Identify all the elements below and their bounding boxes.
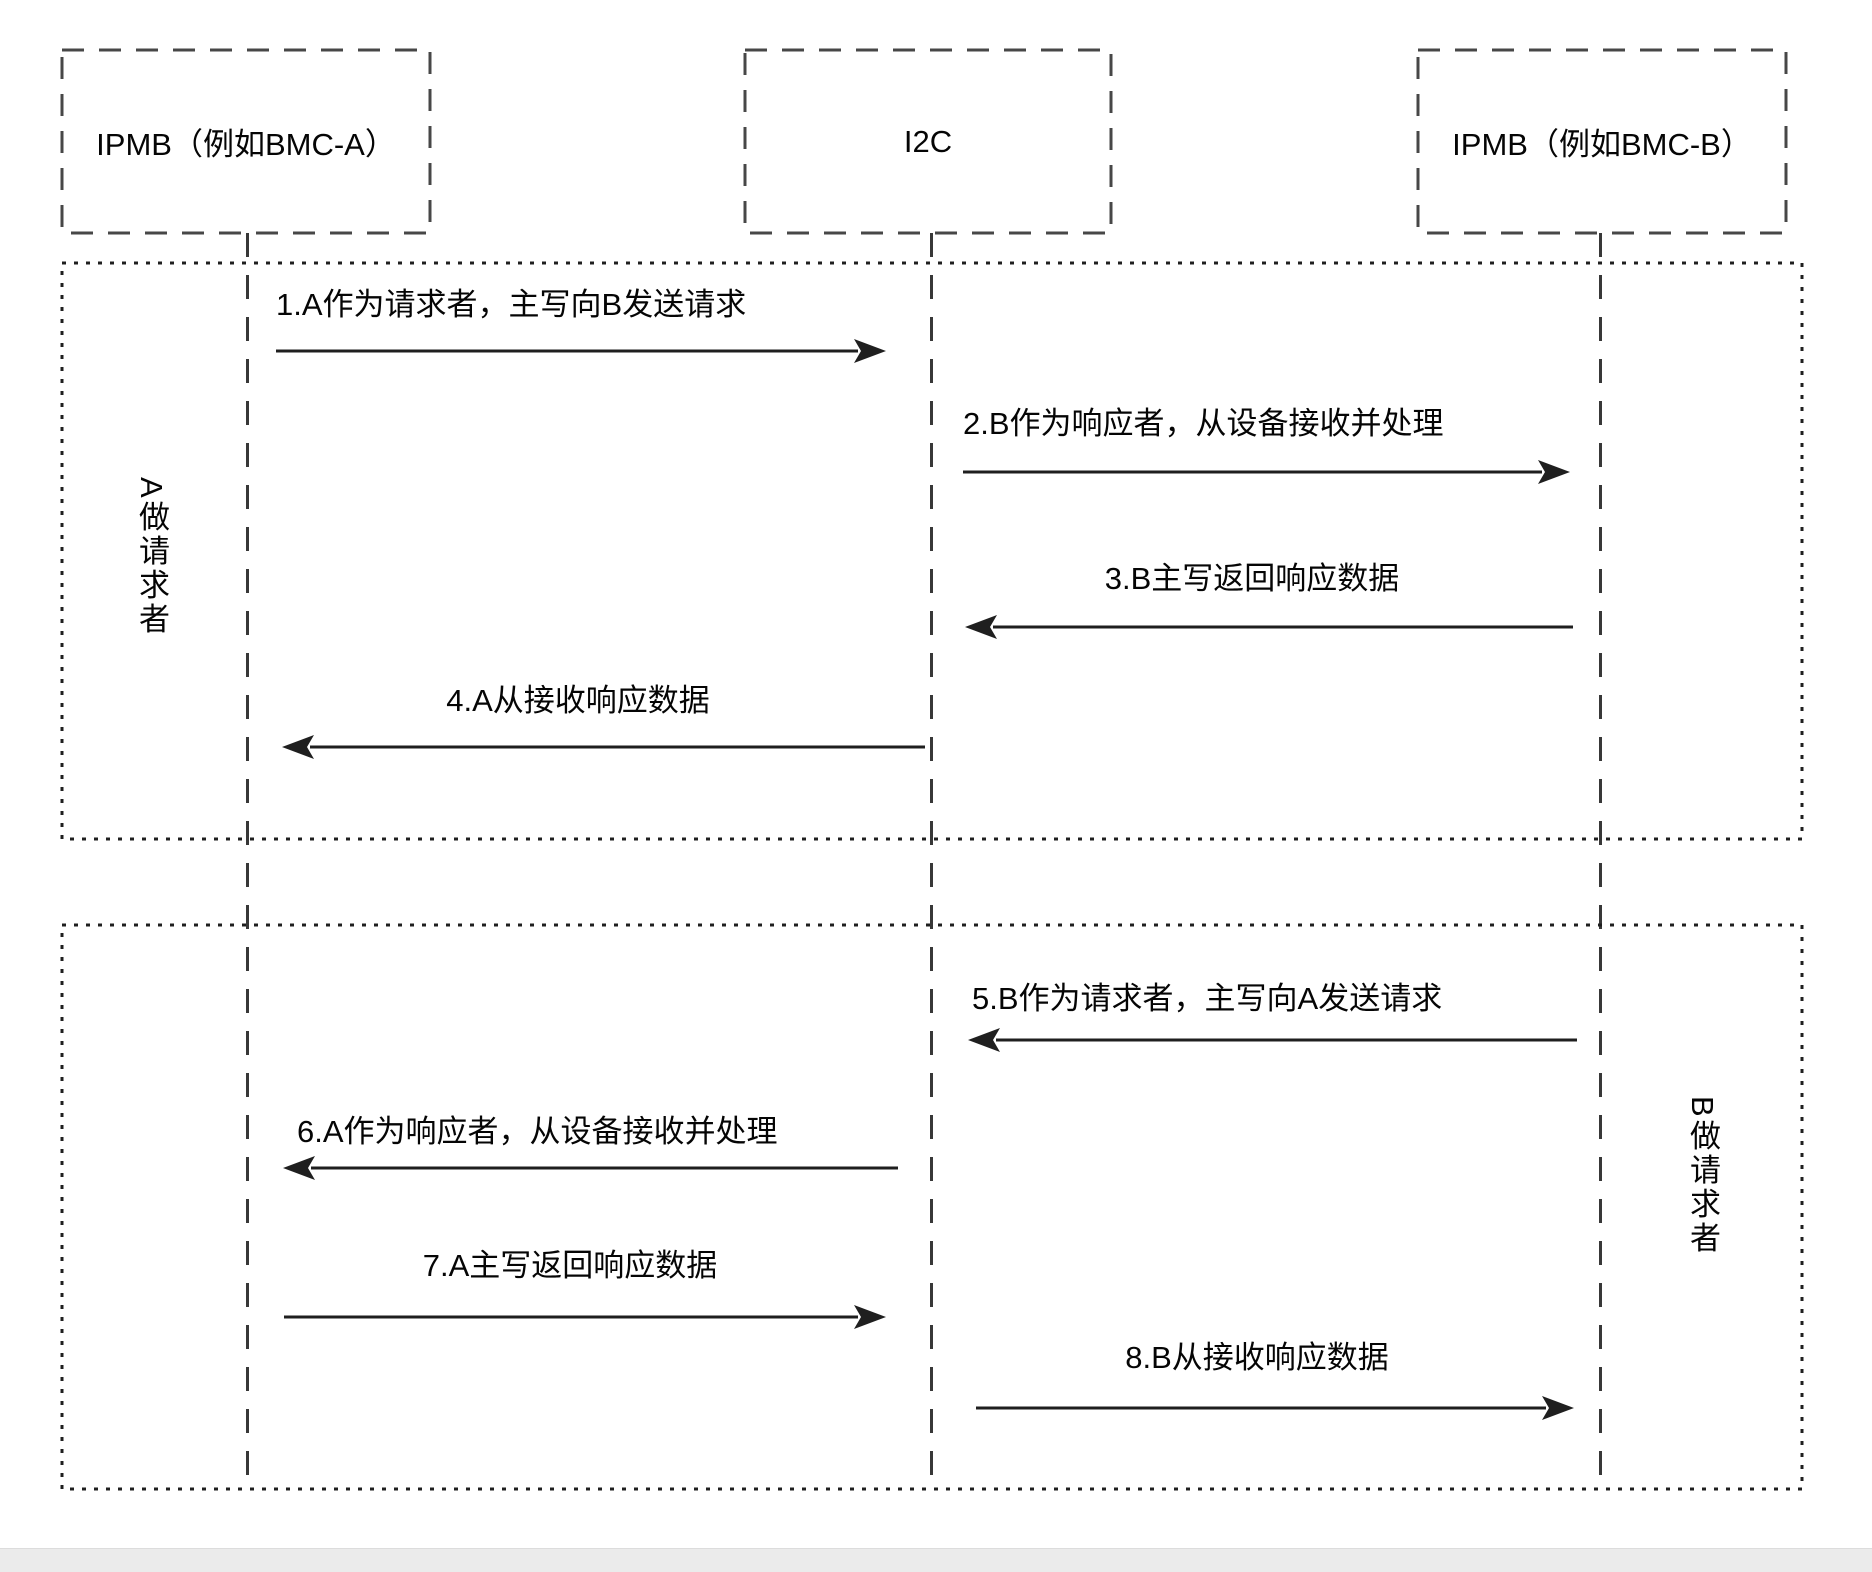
message-6-arrowhead-left-icon [283, 1156, 315, 1180]
actor-box-ipmb-a [60, 48, 432, 235]
message-7-label: 7.A主写返回响应数据 [422, 1248, 718, 1283]
message-8-label: 8.B从接收响应数据 [1125, 1340, 1389, 1375]
group-label-a-requester: A做请求者 [134, 477, 169, 637]
message-1-label: 1.A作为请求者，主写向B发送请求 [276, 287, 747, 322]
message-3-label: 3.B主写返回响应数据 [1104, 561, 1400, 596]
actor-box-i2c [743, 48, 1113, 235]
message-3-arrowhead-left-icon [965, 615, 997, 639]
message-8-arrowhead-right-icon [1542, 1396, 1574, 1420]
actor-box-ipmb-b [1416, 48, 1788, 235]
group-box-a-requester [60, 261, 1804, 841]
message-2-arrowhead-right-icon [1538, 460, 1570, 484]
message-5-label: 5.B作为请求者，主写向A发送请求 [972, 981, 1443, 1016]
message-7-arrowhead-right-icon [854, 1305, 886, 1329]
actor-label-ipmb-b: IPMB（例如BMC-B） [1452, 127, 1752, 162]
message-2-label: 2.B作为响应者，从设备接收并处理 [963, 406, 1444, 441]
message-6-label: 6.A作为响应者，从设备接收并处理 [297, 1114, 778, 1149]
message-4-label: 4.A从接收响应数据 [446, 683, 710, 718]
footer-strip [0, 1548, 1872, 1572]
message-4-arrowhead-left-icon [282, 735, 314, 759]
message-5-arrowhead-left-icon [968, 1028, 1000, 1052]
group-label-b-requester: B做请求者 [1685, 1096, 1720, 1256]
message-1-arrowhead-right-icon [854, 339, 886, 363]
actor-label-i2c: I2C [903, 123, 953, 159]
actor-label-ipmb-a: IPMB（例如BMC-A） [96, 127, 396, 162]
